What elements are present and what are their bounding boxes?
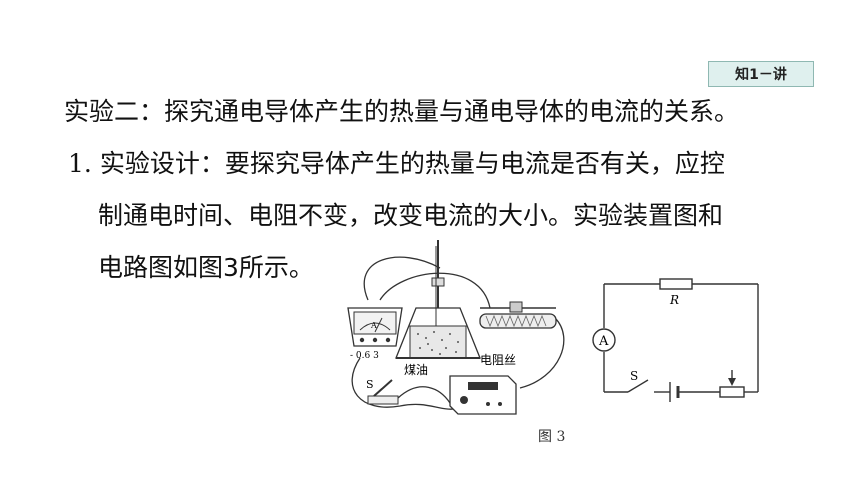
ammeter-scale: - 0.6 3 — [350, 351, 379, 361]
beaker-stand: 煤油 — [395, 240, 481, 377]
figure-caption: 图 3 — [538, 429, 566, 445]
apparatus-figure: A - 0.6 3 煤油 电阻丝 S — [347, 240, 565, 415]
kerosene-label: 煤油 — [404, 363, 428, 377]
rheostat-device: 电阻丝 — [479, 301, 557, 367]
ammeter-symbol — [592, 328, 616, 352]
item-number: 1. — [68, 149, 92, 178]
ammeter-device: A - 0.6 3 — [347, 307, 403, 361]
battery-symbol — [669, 382, 680, 402]
resistor-symbol — [659, 278, 693, 290]
ammeter-symbol-label: A — [598, 334, 609, 349]
power-supply — [449, 375, 517, 415]
item-1-line-1: 1. 实验设计：要探究导体产生的热量与电流是否有关，应控 — [68, 148, 725, 180]
item-1-text-1: 实验设计：要探究导体产生的热量与电流是否有关，应控 — [99, 149, 725, 178]
wire-label: 电阻丝 — [480, 353, 516, 367]
circuit-diagram: R A S — [592, 278, 759, 402]
item-1-line-3: 电路图如图3所示。 — [98, 253, 314, 282]
item-1-line-2: 制通电时间、电阻不变，改变电流的大小。实验装置图和 — [98, 201, 724, 230]
section-badge: 知1－讲 — [708, 61, 814, 87]
switch-symbol-label: S — [630, 369, 638, 383]
ammeter-letter: A — [370, 321, 377, 330]
switch-label: S — [366, 378, 374, 391]
rheostat-symbol — [719, 386, 745, 398]
experiment-heading: 实验二：探究通电导体产生的热量与通电导体的电流的关系。 — [64, 97, 740, 126]
resistor-label: R — [669, 293, 679, 307]
switch-device: S — [366, 378, 399, 405]
